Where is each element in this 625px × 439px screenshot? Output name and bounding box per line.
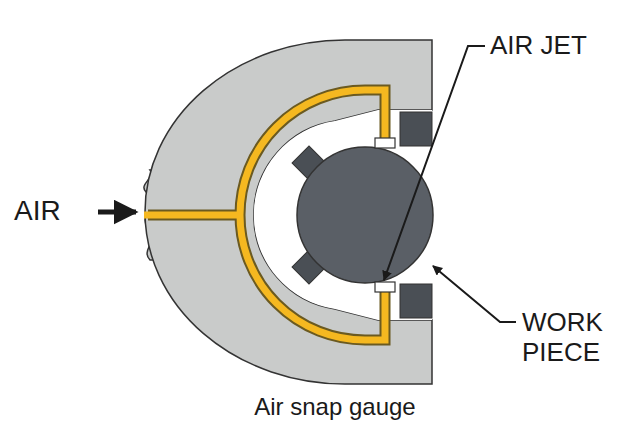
part-label: WORK PIECE (522, 308, 620, 368)
leader-line (384, 46, 485, 280)
workpiece (297, 147, 433, 283)
leader-line (433, 266, 516, 322)
air-jet-nozzle (375, 282, 395, 292)
inlet-label: AIR (14, 195, 104, 227)
part-label: AIR JET (490, 31, 620, 61)
gauge-cavity (254, 110, 432, 320)
gauge-housing (145, 40, 432, 384)
caption: Air snap gauge (160, 393, 510, 421)
air-jet-nozzle (375, 138, 395, 148)
anvil-pad (400, 284, 432, 318)
anvil-pad (400, 112, 432, 146)
inlet-arrow (98, 210, 136, 215)
